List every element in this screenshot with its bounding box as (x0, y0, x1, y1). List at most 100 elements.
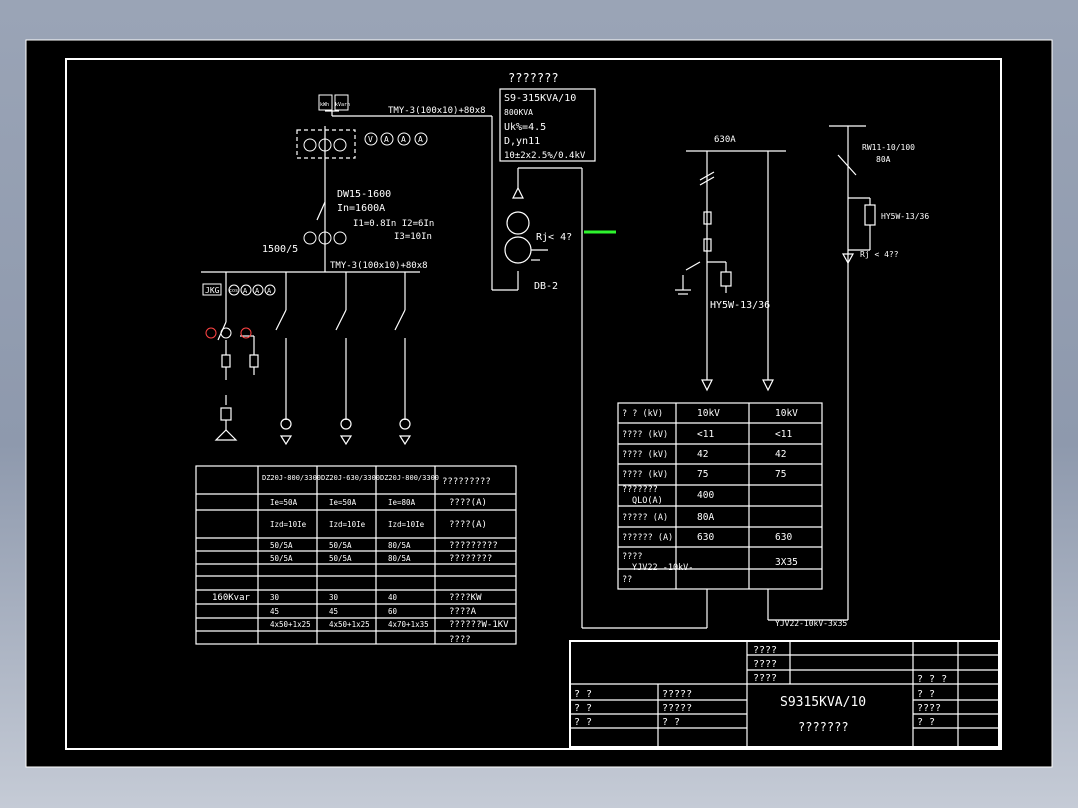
lv-table-cell: Izd=10Ie (270, 520, 307, 529)
tb-subtitle: ??????? (798, 720, 849, 734)
lv-table-cell: ????(A) (449, 520, 487, 530)
hv-fuse-rating: 80A (876, 155, 891, 164)
tb-right-4: ? ? (917, 717, 935, 728)
lv-table-header-1: DZ20J-800/3300 (262, 474, 321, 482)
meter-group (202, 94, 428, 339)
tb-left-3: ? ? (574, 717, 592, 728)
lv-table-cell: ????????? (449, 541, 498, 551)
lv-table-cell: ????A (449, 607, 477, 617)
busbar-bottom-label: TMY-3(100x10)+80x8 (330, 261, 428, 271)
hv-table-cell: YJV22 -10kV- (632, 563, 693, 573)
lv-table-cell: Izd=10Ie (329, 520, 366, 529)
lv-table-cell: 30 (329, 593, 339, 602)
lv-table-header-3: DZ20J-800/3300 (380, 474, 439, 482)
tb-left-1: ? ? (574, 689, 592, 700)
hv-table-cell: 42 (697, 449, 708, 460)
tb-top-1: ???? (753, 645, 777, 656)
busbar-top-label: TMY-3(100x10)+80x8 (388, 106, 486, 116)
breaker-trip2: I3=10In (394, 232, 432, 242)
hv-table-cell: <11 (775, 429, 792, 440)
hv-bus-label: 630A (714, 135, 736, 145)
tb-right-2: ? ? (917, 689, 935, 700)
lv-table-cell: 4x50+1x25 (329, 620, 370, 629)
lv-table-cell: 4x70+1x35 (388, 620, 429, 629)
transformer-uk: Uk%=4.5 (504, 122, 546, 133)
tb-top-2: ???? (753, 659, 777, 670)
transformer-header: ??????? (508, 71, 559, 85)
gauge-a3: A (418, 135, 423, 144)
jkg-label: JKG (205, 286, 220, 295)
hv-table-cell: 630 (775, 532, 792, 543)
transformer-db: DB-2 (534, 281, 558, 292)
lv-table-cell: 45 (270, 607, 279, 616)
hv-table-cell: ???? (kV) (622, 430, 668, 440)
hv-fuse-label: RW11-10/100 (862, 143, 915, 152)
tb-mid-3: ? ? (662, 717, 680, 728)
hv-table-cell: 400 (697, 490, 714, 501)
ct-label: 1500/5 (262, 244, 298, 255)
hv-table-cell: 75 (697, 469, 708, 480)
transformer-model: S9-315KVA/10 (504, 93, 576, 104)
meter-tag-kwh: kWh (320, 102, 329, 108)
cap-gauge-a3: A (267, 287, 272, 295)
lv-table-cell: 50/5A (329, 541, 352, 550)
breaker-trip1: I1=0.8In I2=6In (353, 219, 434, 229)
drawing-frame (65, 58, 1002, 750)
tb-right-3: ???? (917, 703, 941, 714)
tb-left-2: ? ? (574, 703, 592, 714)
hv-rj-right: Rj < 4?? (860, 250, 899, 259)
gauge-a2: A (401, 135, 406, 144)
meter-tag-kvarh: kVarh (335, 102, 350, 108)
lv-table-cell: Ie=80A (388, 498, 416, 507)
lv-table-cell: 50/5A (270, 554, 293, 563)
tb-mid-1: ????? (662, 689, 692, 700)
breaker-label: DW15-1600 (337, 189, 391, 200)
hv-table-cell: 630 (697, 532, 714, 543)
hv-table-cell: ???? (kV) (622, 450, 668, 460)
hv-table-cell: ?????? (A) (622, 533, 673, 543)
hv-table-cell: <11 (697, 429, 714, 440)
tb-right-1: ? ? ? (917, 674, 947, 685)
lv-table-cell: ??????W-1KV (449, 620, 509, 630)
breaker-in: In=1600A (337, 203, 385, 214)
lv-table-cell: 80/5A (388, 554, 411, 563)
tb-project: S9315KVA/10 (780, 695, 866, 710)
hv-table-cell: ??????? (622, 485, 658, 495)
gauge-v: V (368, 135, 373, 144)
transformer-rating: 800KVA (504, 108, 533, 117)
cap-gauge-a1: A (243, 287, 248, 295)
hv-table-cell: ?? (622, 575, 632, 585)
tb-mid-2: ????? (662, 703, 692, 714)
hv-table-cell: 10kV (697, 408, 720, 419)
transformer-ratio: 10±2x2.5%/0.4kV (504, 151, 586, 161)
hv-table-cell: 80A (697, 512, 714, 523)
hv-arrester-right: HY5W-13/36 (881, 212, 929, 221)
transformer-group: D,yn11 (504, 136, 540, 147)
lv-table-cell: 30 (270, 593, 280, 602)
hv-table-cell: ????? (A) (622, 513, 668, 523)
lv-table-header-2: DZ20J-630/3300 (321, 474, 380, 482)
lv-table-cell: 50/5A (270, 541, 293, 550)
hv-table-cell: ???? (622, 552, 642, 562)
lv-table-cell: Ie=50A (270, 498, 298, 507)
hv-table-cell: 42 (775, 449, 786, 460)
hv-table-cell: 75 (775, 469, 786, 480)
hv-cable-label: YJV22-10kV-3x35 (775, 619, 847, 628)
gauge-a1: A (384, 135, 389, 144)
lv-table-cell: 40 (388, 593, 398, 602)
hv-table-cell: ? ? (kV) (622, 409, 663, 419)
lv-table-cell: 60 (388, 607, 398, 616)
transformer-rj: Rj< 4? (536, 232, 572, 243)
cap-gauge-cos: cos (229, 288, 238, 294)
lv-table-cell: ????(A) (449, 498, 487, 508)
lv-table-header-4: ????????? (442, 477, 491, 487)
hv-table-cell: 3X35 (775, 557, 798, 568)
lv-table-cell: 160Kvar (212, 593, 251, 603)
lv-table-cell: 80/5A (388, 541, 411, 550)
hv-arrester-left: HY5W-13/36 (710, 300, 770, 311)
lv-table-cell: 4x50+1x25 (270, 620, 311, 629)
tb-top-3: ???? (753, 673, 777, 684)
